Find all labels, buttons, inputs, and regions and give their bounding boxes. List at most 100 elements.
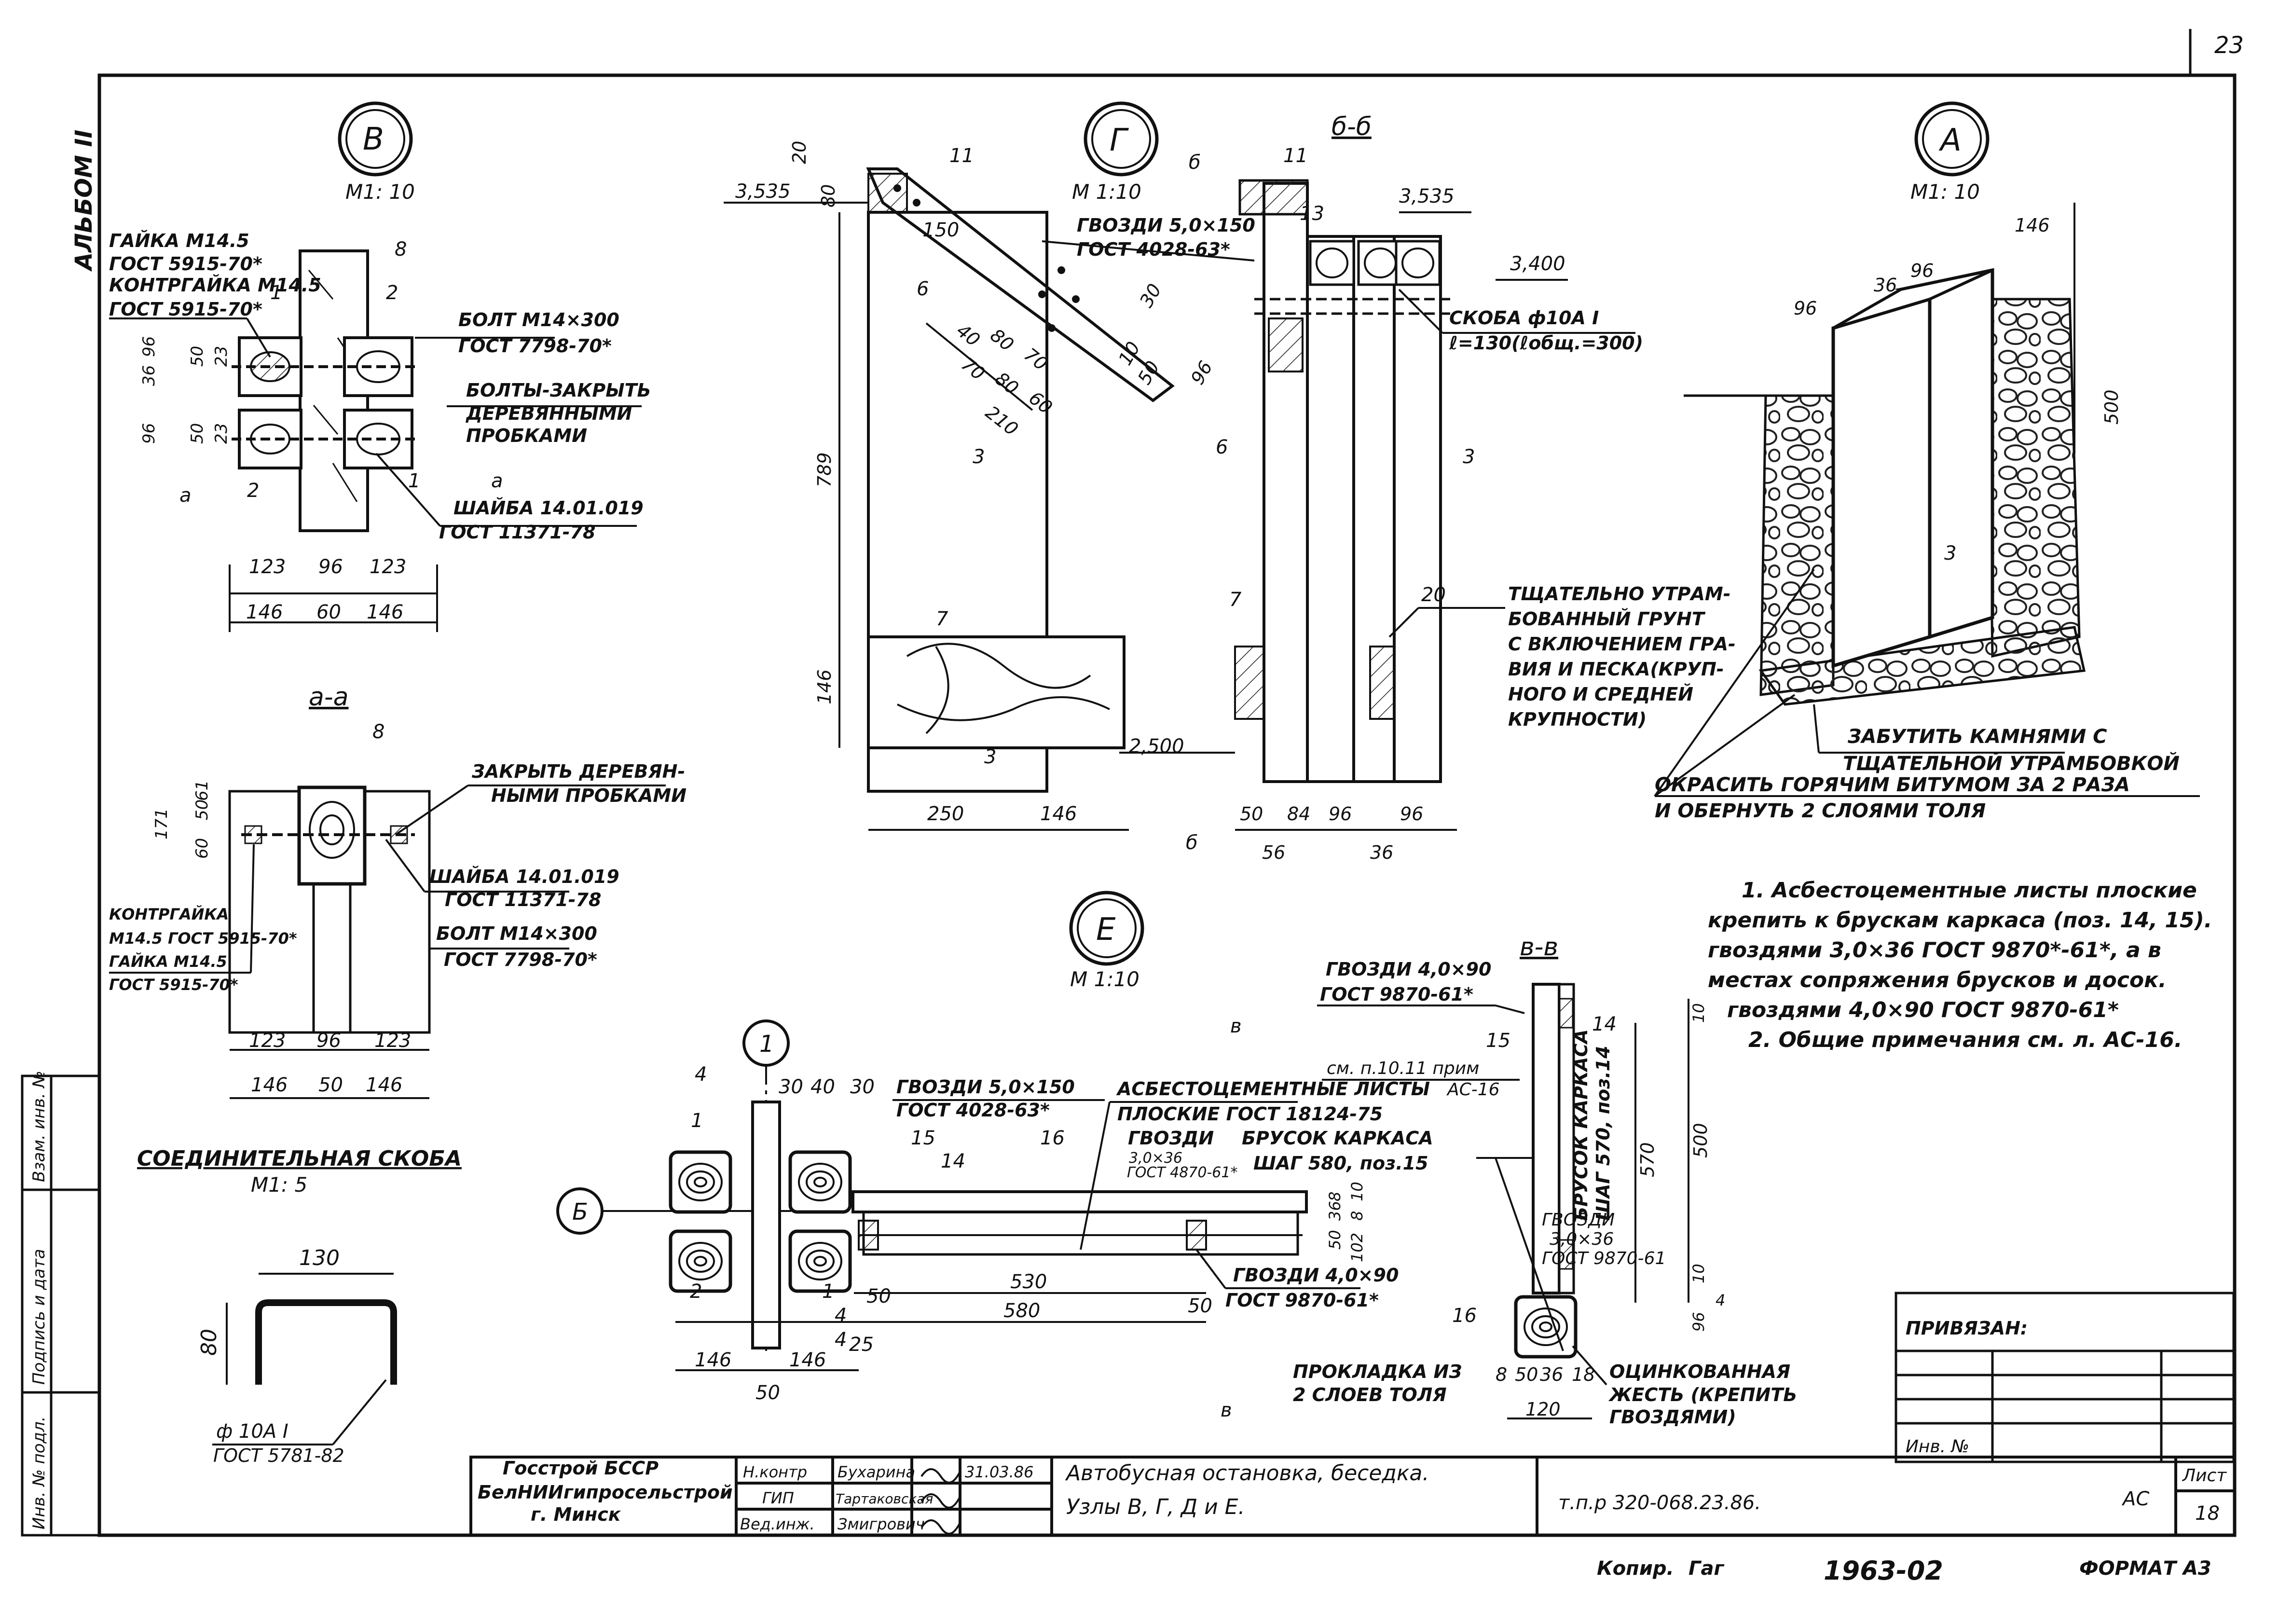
section-vv-tin-2: ЖЕСТЬ (КРЕПИТЬ xyxy=(1608,1384,1797,1405)
section-vv-nails-2: ГОСТ 9870-61* xyxy=(1320,984,1473,1005)
section-aa-nut-2: М14.5 ГОСТ 5915-70* xyxy=(109,929,297,948)
section-bb-ground-6: КРУПНОСТИ) xyxy=(1508,709,1647,730)
node-e-dim-30b: 30 xyxy=(850,1076,875,1098)
node-v-label: В xyxy=(363,122,384,157)
node-v-dim-60: 60 xyxy=(316,601,341,623)
node-e-dim-10: 10 xyxy=(1348,1182,1366,1201)
node-e-dim-40: 40 xyxy=(810,1076,835,1098)
note-line-2: крепить к брускам каркаса (поз. 14, 15). xyxy=(1708,908,2212,933)
section-aa-washer-2: ГОСТ 11371-78 xyxy=(445,889,601,910)
node-g-dim-96: 96 xyxy=(1187,358,1217,388)
node-v-dim-96: 96 xyxy=(318,556,343,578)
staff-name-3: Змигрович xyxy=(837,1515,925,1533)
node-v-cut: а xyxy=(179,484,192,507)
section-aa-plugs-1: ЗАКРЫТЬ ДЕРЕВЯН- xyxy=(471,761,685,782)
node-g-cut: б xyxy=(1189,151,1201,174)
section-bb-item-13: 13 xyxy=(1300,203,1324,225)
section-vv-dim-4: 4 xyxy=(1716,1291,1725,1309)
section-aa-dim-146b: 146 xyxy=(366,1074,402,1096)
section-vv-label: в-в xyxy=(1520,933,1558,962)
clip-height: 80 xyxy=(197,1329,221,1356)
node-g-dim-20: 20 xyxy=(789,141,810,164)
node-g-dim-146b: 146 xyxy=(1040,803,1077,825)
section-vv-dim-36: 36 xyxy=(1540,1364,1563,1385)
side-stamp-sign: Подпись и дата xyxy=(29,1249,49,1385)
node-e-sheets-1: АСБЕСТОЦЕМЕНТНЫЕ ЛИСТЫ xyxy=(1116,1078,1430,1100)
side-stamp-inv: Инв. № подл. xyxy=(29,1416,49,1529)
staff-role-3: Вед.инж. xyxy=(740,1515,815,1533)
node-e-dim-102: 102 xyxy=(1348,1233,1366,1262)
node-g-elev-top: 3,535 xyxy=(735,180,791,203)
node-v-nut-2: ГОСТ 5915-70* xyxy=(109,253,262,275)
section-aa-dim-61: 61 xyxy=(192,780,212,801)
note-line-4: местах сопряжения брусков и досок. xyxy=(1708,968,2167,992)
clip-scale: М1: 5 xyxy=(251,1173,307,1197)
node-e-item-4: 4 xyxy=(695,1063,707,1086)
section-bb-item-7: 7 xyxy=(1229,589,1242,611)
section-aa-dim-171: 171 xyxy=(152,808,171,840)
section-aa-washer-1: ШАЙБА 14.01.019 xyxy=(429,866,619,887)
staff-name-2: Тартаковская xyxy=(836,1491,933,1507)
section-bb-ground-5: НОГО И СРЕДНЕЙ xyxy=(1508,684,1693,705)
section-aa: а-а 8 ЗАКРЫТЬ ДЕРЕВЯН- НЫМИ ПРОБКАМИ ШАЙ… xyxy=(109,683,686,1099)
node-e: Е М 1:10 1 Б 4 1 2 15 14 16 1 4 ГВОЗДИ 5… xyxy=(556,891,1462,1421)
node-a-dim-96b: 96 xyxy=(1794,298,1817,319)
node-e-item-1b: 1 xyxy=(822,1280,834,1303)
section-bb-dim-96a: 96 xyxy=(1329,803,1352,825)
title-block xyxy=(469,1456,2236,1537)
node-e-item-15: 15 xyxy=(911,1127,935,1149)
node-v-washer-2: ГОСТ 11371-78 xyxy=(439,522,595,543)
node-g-item-6: 6 xyxy=(917,278,929,300)
section-aa-label: а-а xyxy=(309,683,349,712)
node-e-sheets-2: ПЛОСКИЕ ГОСТ 18124-75 xyxy=(1117,1103,1383,1125)
note-line-1: 1. Асбестоцементные листы плоские xyxy=(1742,878,2197,903)
node-g-cut-b: б xyxy=(1186,832,1198,854)
section-vv-ref-2: АС-16 xyxy=(1446,1080,1500,1100)
node-a-scale: М1: 10 xyxy=(1910,180,1980,204)
section-vv-item-16: 16 xyxy=(1452,1305,1477,1327)
node-a-label: А xyxy=(1938,123,1962,158)
note-line-3: гвоздями 3,0×36 ГОСТ 9870*-61*, а в xyxy=(1708,938,2161,963)
format-label: ФОРМАТ А3 xyxy=(2079,1557,2211,1580)
node-v-dim-146b: 146 xyxy=(367,601,403,623)
node-v-bolt-1: БОЛТ М14×300 xyxy=(458,309,619,330)
section-bb-dim-96b: 96 xyxy=(1400,803,1423,825)
node-v-dim-123a: 123 xyxy=(249,556,286,578)
title-org-1: Госстрой БССР xyxy=(503,1458,659,1479)
staff-signatures xyxy=(920,1468,961,1535)
connecting-clip: СОЕДИНИТЕЛЬНАЯ СКОБА М1: 5 130 80 ф 10А … xyxy=(137,1146,462,1466)
section-vv-tin-3: ГВОЗДЯМИ) xyxy=(1609,1406,1736,1428)
node-e-dim-50d: 50 xyxy=(1326,1230,1344,1250)
node-e-dim-30a: 30 xyxy=(779,1076,803,1098)
side-stamp xyxy=(21,1074,101,1537)
node-e-dim-36: 36 xyxy=(1326,1201,1344,1221)
node-e-cut-top: в xyxy=(1230,1015,1242,1037)
note-line-6: 2. Общие примечания см. л. АС-16. xyxy=(1748,1028,2183,1052)
node-e-nails-bottom-1: ГВОЗДИ 4,0×90 xyxy=(1233,1265,1399,1286)
section-vv-nails-small-3: ГОСТ 9870-61 xyxy=(1542,1249,1666,1268)
section-vv-nails-small-2: 3,0×36 xyxy=(1550,1229,1614,1249)
node-g-dim-30: 30 xyxy=(1136,280,1166,311)
privyazan-label: ПРИВЯЗАН: xyxy=(1906,1318,2028,1339)
node-e-label: Е xyxy=(1096,912,1116,948)
node-g-dim-70b: 70 xyxy=(957,353,988,384)
section-bb-dim-56: 56 xyxy=(1262,842,1285,863)
node-e-nails-bottom-2: ГОСТ 9870-61* xyxy=(1225,1290,1379,1311)
section-bb-item-11: 11 xyxy=(1283,145,1308,167)
node-e-dim-8b: 8 xyxy=(1348,1211,1366,1221)
node-e-axis: 1 xyxy=(759,1031,774,1058)
inv-no-label: Инв. № xyxy=(1906,1437,1969,1457)
section-aa-dim-96: 96 xyxy=(316,1030,341,1052)
node-v-nut-1: ГАЙКА М14.5 xyxy=(109,230,249,251)
node-g: Г М 1:10 11 6 3 7 3 ГВОЗДИ 5,0×150 ГОСТ … xyxy=(724,101,1255,854)
node-g-elev-bottom: 2,500 xyxy=(1129,735,1184,757)
node-g-dim-789: 789 xyxy=(814,452,835,487)
node-e-nails-small-2: 3,0×36 xyxy=(1129,1150,1182,1167)
node-v-plugs-3: ПРОБКАМИ xyxy=(466,425,587,446)
section-aa-dim-50: 50 xyxy=(192,799,212,820)
node-e-liner-1: ПРОКЛАДКА ИЗ xyxy=(1293,1361,1462,1382)
section-vv-dim-50: 50 xyxy=(1515,1364,1538,1385)
node-a-item-3: 3 xyxy=(1944,542,1956,564)
node-e-dim-146b: 146 xyxy=(789,1349,826,1371)
